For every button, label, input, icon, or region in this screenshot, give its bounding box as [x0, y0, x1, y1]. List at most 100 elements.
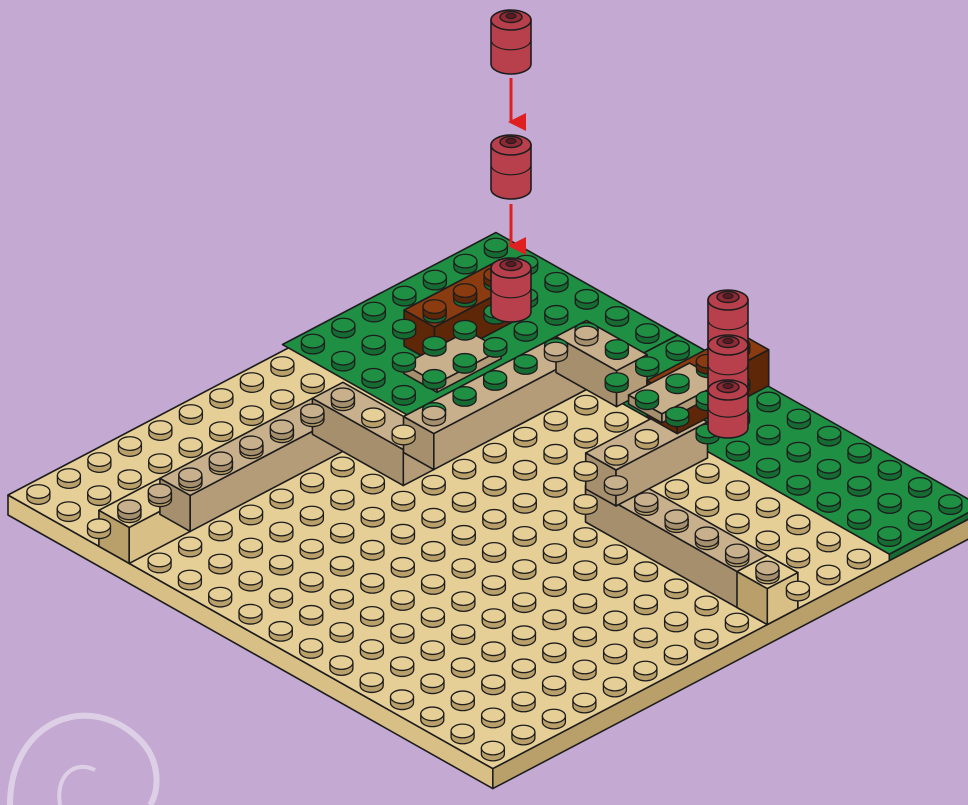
stud-tan — [786, 581, 809, 601]
stud-green — [726, 441, 749, 461]
stud-tan — [726, 514, 749, 534]
stud-tan — [787, 548, 810, 568]
stud-tan — [604, 644, 627, 664]
stud-tan — [271, 390, 294, 410]
stud-tan — [543, 544, 566, 564]
stud-wall — [756, 561, 779, 581]
stud-wall — [179, 468, 202, 488]
stud-tan — [392, 524, 415, 544]
stud-tan — [604, 578, 627, 598]
stud-tan — [481, 741, 504, 761]
stud-wall — [695, 527, 718, 547]
stud-tan — [725, 613, 748, 633]
stud-wall — [118, 500, 141, 520]
stud-tan — [421, 641, 444, 661]
stud-tan — [210, 422, 233, 442]
stud-tan — [27, 485, 50, 505]
stud-green — [909, 478, 932, 498]
stud-tan — [544, 511, 567, 531]
stud-green — [636, 390, 659, 410]
stud-green — [545, 306, 568, 326]
stud-tan — [542, 709, 565, 729]
stud-tan — [482, 576, 505, 596]
stud-tan — [696, 464, 719, 484]
stud-tan — [331, 556, 354, 576]
stud-tan — [331, 457, 354, 477]
stud-tan — [300, 572, 323, 592]
stud-tan — [178, 570, 201, 590]
stud-tan — [574, 462, 597, 482]
stud-tan — [634, 661, 657, 681]
stud-green — [453, 354, 476, 374]
stud-wall — [209, 452, 232, 472]
stud-wall — [575, 326, 598, 346]
stud-tan — [240, 373, 263, 393]
stud-green — [757, 425, 780, 445]
stud-tan — [392, 491, 415, 511]
stud-tan — [544, 444, 567, 464]
stud-tan — [482, 708, 505, 728]
stud-tan — [847, 549, 870, 569]
stud-tan — [817, 532, 840, 552]
stud-tan — [179, 438, 202, 458]
stud-green — [332, 318, 355, 338]
stud-tan — [209, 554, 232, 574]
stud-tan — [605, 446, 628, 466]
stud-green — [362, 335, 385, 355]
stud-tan — [452, 592, 475, 612]
stud-wall — [240, 436, 263, 456]
stud-tan — [330, 590, 353, 610]
stud-green — [393, 352, 416, 372]
stud-tan — [482, 609, 505, 629]
stud-brown — [454, 284, 477, 304]
stud-tan — [149, 421, 172, 441]
stud-tan — [300, 639, 323, 659]
stud-tan — [88, 486, 111, 506]
stud-tan — [270, 588, 293, 608]
stud-tan — [300, 539, 323, 559]
stud-tan — [575, 428, 598, 448]
stud-tan — [573, 693, 596, 713]
stud-tan — [513, 527, 536, 547]
stud-green — [545, 272, 568, 292]
stud-green — [606, 307, 629, 327]
stud-tan — [544, 478, 567, 498]
stud-tan — [543, 577, 566, 597]
stud-green — [605, 340, 628, 360]
stud-tan — [421, 674, 444, 694]
stud-tan — [695, 629, 718, 649]
stud-tan — [179, 537, 202, 557]
stud-green — [818, 459, 841, 479]
stud-tan — [635, 430, 658, 450]
stud-tan — [422, 575, 445, 595]
stud-green — [423, 336, 446, 356]
stud-tan — [512, 692, 535, 712]
stud-green — [392, 386, 415, 406]
stud-green — [939, 495, 962, 515]
stud-green — [423, 270, 446, 290]
stud-tan — [118, 437, 141, 457]
stud-green — [484, 371, 507, 391]
stud-tan — [787, 515, 810, 535]
stud-tan — [361, 474, 384, 494]
stud-tan — [451, 724, 474, 744]
stud-green — [908, 511, 931, 531]
stud-green — [484, 238, 507, 258]
stud-tan — [573, 627, 596, 647]
stud-green — [454, 254, 477, 274]
stud-green — [393, 286, 416, 306]
stud-tan — [361, 540, 384, 560]
stud-tan — [695, 596, 718, 616]
stud-tan — [360, 673, 383, 693]
stud-tan — [239, 571, 262, 591]
stud-wall — [726, 544, 749, 564]
stud-tan — [635, 562, 658, 582]
stud-tan — [574, 528, 597, 548]
round-brick-stack-3 — [708, 380, 748, 438]
stud-tan — [605, 412, 628, 432]
stud-green — [636, 357, 659, 377]
stud-green — [605, 373, 628, 393]
stud-tan — [665, 579, 688, 599]
stud-tan — [391, 624, 414, 644]
stud-tan — [269, 622, 292, 642]
